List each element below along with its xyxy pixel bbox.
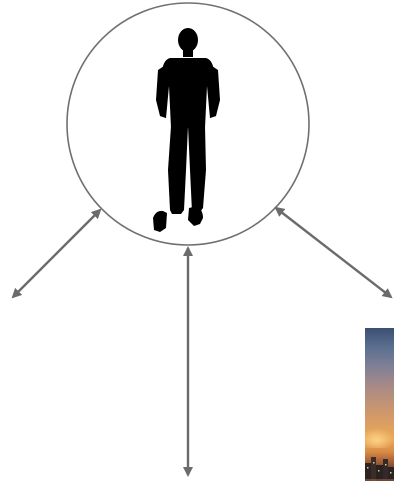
city-buildings-icon [365, 449, 394, 481]
connector-bottom-right-arrow [276, 208, 391, 297]
connector-bottom-left-arrow [13, 210, 100, 297]
sunset-city-photo [365, 328, 394, 481]
sun-glow [365, 428, 394, 448]
